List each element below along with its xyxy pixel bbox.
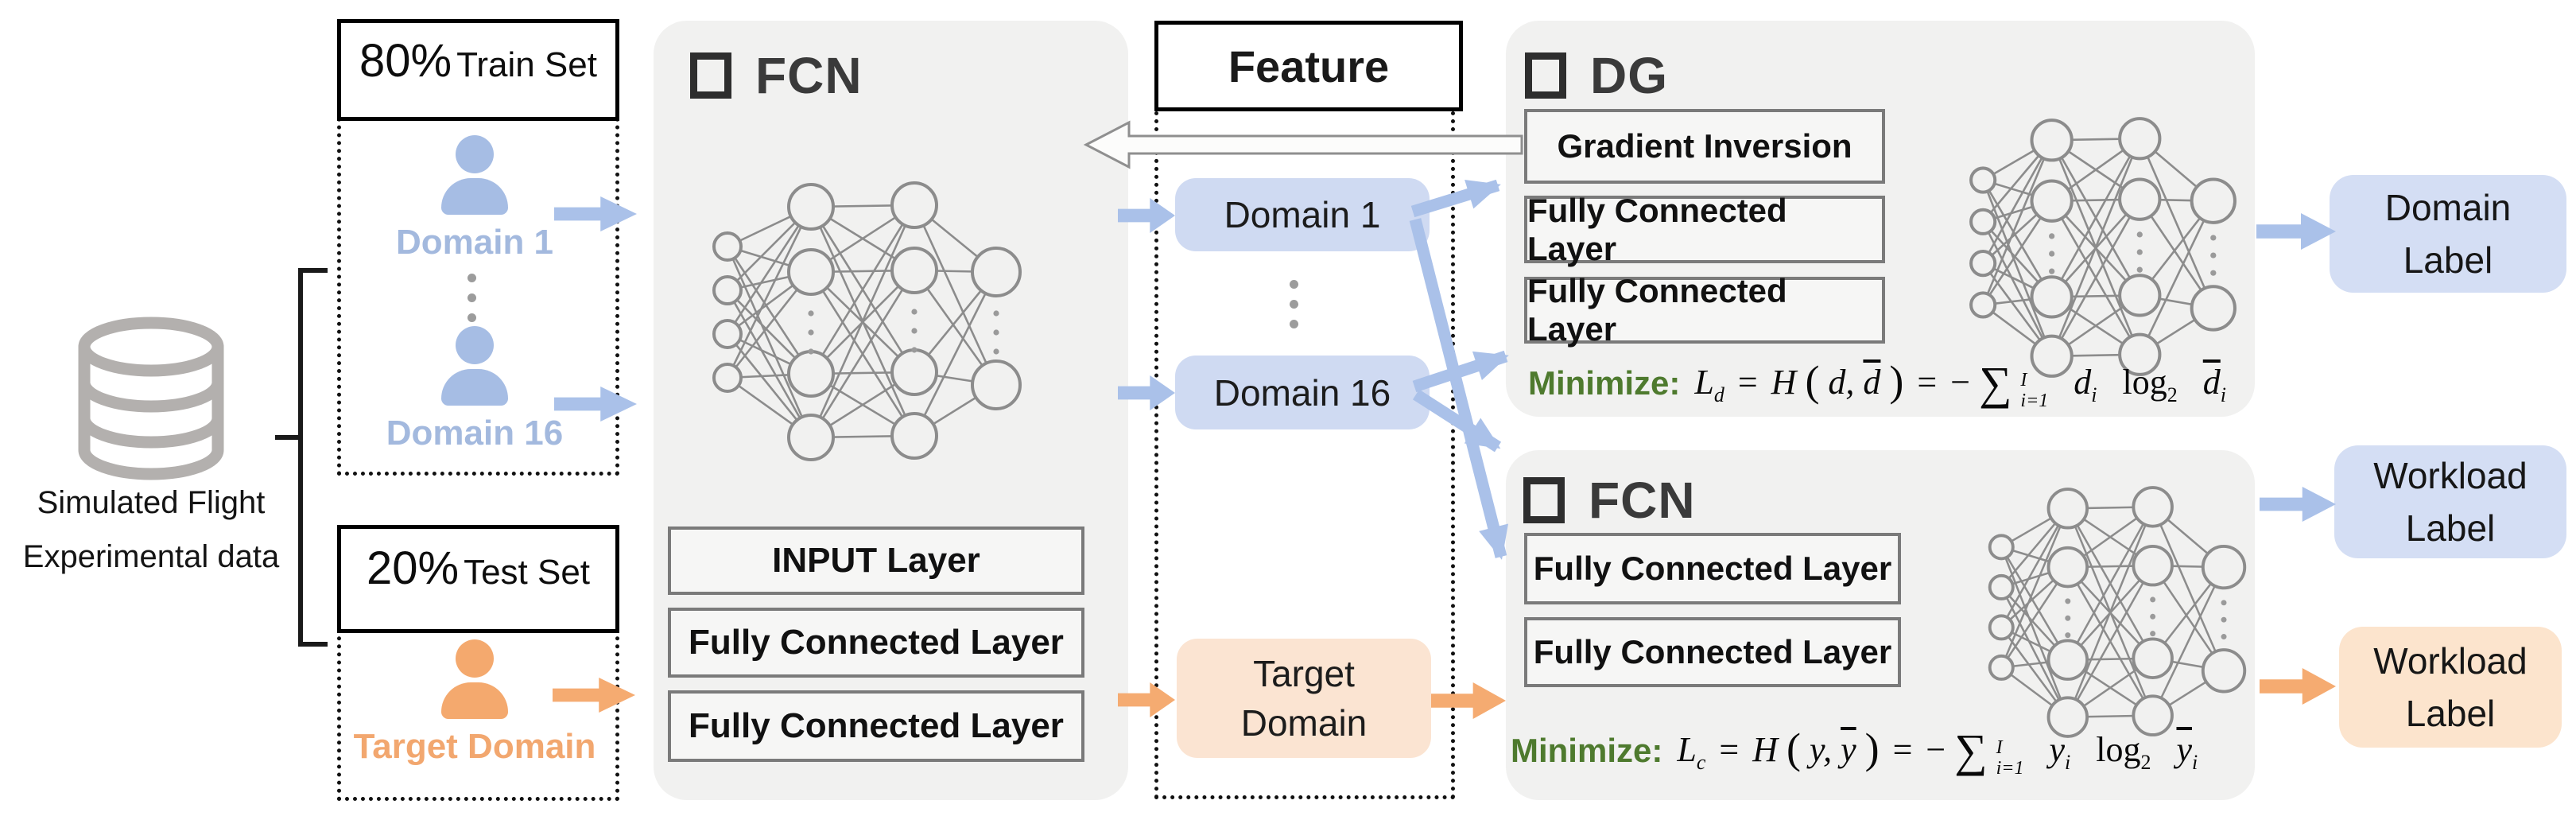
dg-layer-gradient-inversion: Gradient Inversion bbox=[1524, 109, 1885, 184]
neural-network-icon bbox=[1969, 117, 2237, 378]
train-percentage: 80% bbox=[359, 35, 452, 87]
dg-layer-fc1-label: Fully Connected Layer bbox=[1527, 191, 1787, 267]
feature-title: Feature bbox=[1228, 41, 1390, 91]
fcn2-title-row: FCN bbox=[1523, 471, 1696, 530]
domain-label-box: Domain Label bbox=[2330, 175, 2566, 293]
workload-target-line2: Label bbox=[2405, 693, 2496, 734]
dg-layer-fc1: Fully Connected Layer bbox=[1524, 192, 1885, 267]
test-percentage: 20% bbox=[366, 542, 460, 594]
data-source-caption: Simulated Flight Experimental data bbox=[0, 476, 302, 584]
domain-label-line2: Label bbox=[2403, 239, 2493, 281]
dg-title-row: DG bbox=[1525, 46, 1668, 105]
workload-target-line1: Workload bbox=[2373, 640, 2528, 682]
test-set-group bbox=[337, 612, 619, 801]
workload-source-line1: Workload bbox=[2373, 455, 2528, 496]
person-icon bbox=[456, 639, 494, 678]
dg-layer-gradient-inversion-label: Gradient Inversion bbox=[1557, 127, 1852, 165]
person-icon bbox=[441, 369, 508, 406]
feature-header: Feature bbox=[1154, 21, 1463, 111]
workload-source-line2: Label bbox=[2405, 507, 2496, 549]
fcn1-title: FCN bbox=[755, 47, 863, 104]
train-ellipsis-dots bbox=[467, 274, 476, 322]
dg-title: DG bbox=[1590, 47, 1668, 104]
square-bullet-icon bbox=[1525, 52, 1566, 99]
workload-label-source-box: Workload Label bbox=[2334, 445, 2566, 558]
database-icon bbox=[78, 317, 224, 480]
feature-domain16-label: Domain 16 bbox=[1213, 371, 1391, 414]
fcn1-layer-input-label: INPUT Layer bbox=[772, 541, 980, 580]
train-set-header: 80% Train Set bbox=[337, 19, 619, 121]
person-icon bbox=[441, 682, 508, 719]
train-set-group bbox=[337, 102, 619, 476]
dg-minimize-label: Minimize: bbox=[1528, 364, 1681, 402]
person-icon bbox=[456, 326, 494, 364]
data-source-caption-line2: Experimental data bbox=[22, 539, 280, 574]
target-domain-user: Target Domain bbox=[354, 639, 596, 767]
dg-layer-fc2: Fully Connected Layer bbox=[1524, 272, 1885, 348]
feature-group bbox=[1154, 103, 1455, 799]
target-domain-user-label: Target Domain bbox=[353, 727, 596, 766]
fcn2-title: FCN bbox=[1589, 472, 1696, 529]
arrow-fcn2-to-workload-label-target bbox=[2260, 668, 2336, 705]
neural-network-icon bbox=[712, 181, 1022, 461]
square-bullet-icon bbox=[1523, 477, 1565, 523]
train-set-label: Train Set bbox=[456, 45, 597, 84]
person-icon bbox=[456, 135, 494, 173]
workload-label-target-box: Workload Label bbox=[2339, 627, 2562, 748]
fcn1-layer-fc2: Fully Connected Layer bbox=[668, 690, 1084, 762]
fcn2-minimize-label: Minimize: bbox=[1511, 732, 1663, 769]
data-source-caption-line1: Simulated Flight bbox=[37, 485, 266, 520]
square-bullet-icon bbox=[690, 52, 731, 99]
feature-target-label-line1: Target bbox=[1253, 653, 1355, 694]
arrow-fcn2-to-workload-label-source bbox=[2260, 487, 2336, 522]
fcn2-layer-fc1: Fully Connected Layer bbox=[1524, 533, 1901, 604]
arrow-dg-to-domain-label bbox=[2256, 213, 2336, 250]
feature-domain1-label: Domain 1 bbox=[1224, 194, 1381, 235]
feature-routing-arrows bbox=[1409, 179, 1509, 560]
dg-layer-fc2-label: Fully Connected Layer bbox=[1527, 272, 1787, 348]
person-icon bbox=[441, 178, 508, 215]
fcn2-layer-fc2-label: Fully Connected Layer bbox=[1533, 633, 1892, 670]
domain-label-line1: Domain bbox=[2384, 187, 2512, 228]
feature-target-label-line2: Domain bbox=[1240, 702, 1368, 744]
fcn1-layer-input: INPUT Layer bbox=[668, 527, 1084, 595]
feature-domain16-chip: Domain 16 bbox=[1175, 356, 1430, 429]
fcn2-layer-fc2: Fully Connected Layer bbox=[1524, 617, 1901, 687]
fcn1-layer-fc1-label: Fully Connected Layer bbox=[689, 623, 1064, 662]
fcn1-layer-fc1: Fully Connected Layer bbox=[668, 608, 1084, 678]
neural-network-icon bbox=[1988, 486, 2247, 738]
test-set-header: 20% Test Set bbox=[337, 525, 619, 633]
source-domain-16-label: Domain 16 bbox=[386, 414, 564, 453]
source-domain-1-user: Domain 1 bbox=[387, 135, 562, 262]
split-bracket bbox=[275, 268, 328, 647]
source-domain-1-label: Domain 1 bbox=[395, 223, 554, 262]
feature-ellipsis-dots bbox=[1290, 280, 1298, 328]
fcn1-layer-fc2-label: Fully Connected Layer bbox=[689, 706, 1064, 745]
feature-domain1-chip: Domain 1 bbox=[1175, 178, 1430, 251]
fcn1-title-row: FCN bbox=[690, 46, 863, 105]
hollow-arrow-icon bbox=[1083, 120, 1523, 169]
source-domain-16-user: Domain 16 bbox=[383, 326, 566, 453]
fcn2-layer-fc1-label: Fully Connected Layer bbox=[1533, 550, 1892, 587]
feature-target-chip: Target Domain bbox=[1177, 639, 1431, 758]
test-set-label: Test Set bbox=[464, 553, 591, 592]
